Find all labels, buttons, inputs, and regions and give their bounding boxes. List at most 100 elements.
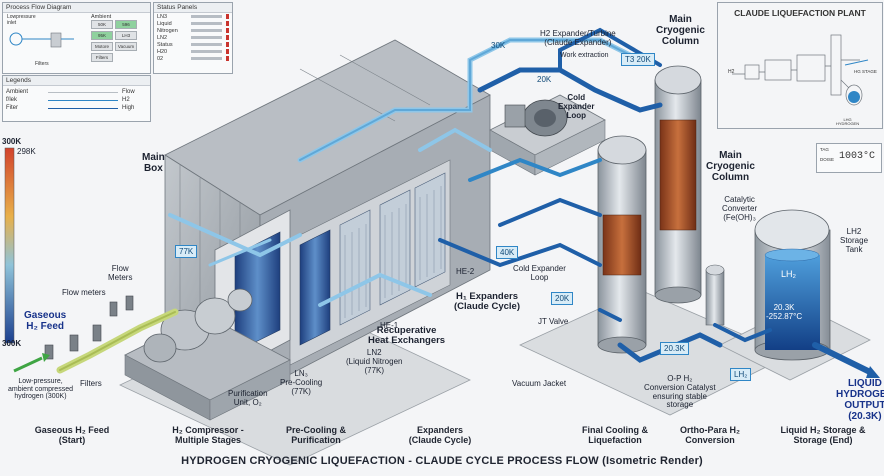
temp-tag-77k: 77K: [175, 245, 198, 258]
filters-label: Filters: [35, 61, 49, 67]
legend-left: f/lek: [6, 97, 18, 103]
status-bar: [191, 15, 222, 18]
main-box-label: Main Box: [142, 152, 165, 174]
h2-expander-label: H2 Expander/Turbine (Claude Expander): [540, 29, 616, 47]
temp-tag-20k-mid: 20K: [551, 292, 574, 305]
stage-label-3: Pre-Cooling & Purification: [286, 425, 346, 446]
status-bar: [191, 57, 222, 60]
status-bar: [191, 50, 222, 53]
stage-label-6: Ortho-Para H₂ Conversion: [679, 425, 741, 446]
gaseous-feed-label: Gaseous H₂ Feed: [24, 310, 67, 332]
h1-expanders-label: H₁ Expanders (Claude Cycle): [454, 291, 520, 313]
legend-right: High: [122, 105, 135, 111]
panel-title: Legends: [3, 76, 150, 86]
legend-left: Ambient: [6, 89, 29, 95]
ambient-cell: Vacuum: [115, 42, 137, 51]
status-bar: [191, 43, 222, 46]
stage-label-5: Final Cooling & Liquefaction: [582, 425, 648, 446]
mini-label-h2: H2: [728, 69, 735, 75]
stage-label-1: Gaseous H₂ Feed (Start): [34, 425, 110, 446]
legend-right: H2: [122, 97, 130, 103]
status-row: Status: [154, 41, 232, 48]
panel-title: Process Flow Diagram: [3, 3, 150, 13]
status-key: LN3: [157, 13, 168, 20]
work-extraction-label: Work extraction: [560, 52, 609, 59]
ambient-cell: Motore: [91, 42, 113, 51]
temp-tag-t3-20k: T3 20K: [621, 53, 655, 66]
he1-label: HE-1: [380, 321, 399, 330]
vacuum-jacket-label: Vacuum Jacket: [512, 379, 567, 388]
tank-lh2-label: LH₂: [781, 269, 796, 279]
status-row: H20: [154, 48, 232, 55]
legend-row: Ambient Flow: [3, 88, 150, 96]
scale-bottom-label: 300K: [2, 339, 22, 348]
status-key: Nitrogen: [157, 27, 178, 34]
status-row: Liquid: [154, 20, 232, 27]
temp-tag-20k-top: 20K: [537, 75, 552, 84]
status-key: LN2: [157, 34, 168, 41]
scale-top-value: 298K: [17, 147, 36, 156]
ambient-title: Ambient: [91, 14, 112, 20]
ambient-cell: 596: [115, 20, 137, 29]
status-bar: [191, 36, 222, 39]
liquid-output-label: LIQUID HYDROGEN OUTPUT (20.3K): [836, 378, 884, 422]
ambient-cell: 50K: [91, 20, 113, 29]
temp-tag-20-3k: 20.3K: [660, 342, 689, 355]
stage-label-4: Expanders (Claude Cycle): [408, 425, 472, 446]
status-key: 02: [157, 55, 164, 62]
catalytic-converter-label: Catalytic Converter (Fe(OH)₃: [722, 195, 758, 222]
status-row: LN3: [154, 13, 232, 20]
lh2-tank-label: LH2 Storage Tank: [840, 227, 869, 254]
legend-right: Flow: [122, 89, 135, 95]
legend-left: Fiter: [6, 105, 18, 111]
jt-valve-label: JT Valve: [538, 317, 569, 326]
status-indicator: [226, 14, 229, 19]
legend-line: [48, 91, 118, 93]
status-row: Nitrogen: [154, 27, 232, 34]
main-column-label-side: Main Cryogenic Column: [706, 150, 755, 183]
ln3-label: LN₃ Pre-Cooling (77K): [280, 369, 323, 396]
status-indicator: [226, 21, 229, 26]
status-indicator: [226, 49, 229, 54]
temp-tag-lh2: LH₂: [730, 368, 752, 381]
purification-unit-label: Purification Unit, O₂: [228, 389, 268, 407]
temperature-badge: TAG DOISE 1003°C: [816, 143, 882, 173]
op-h2-label: O-P H₂ Conversion Catalyst ensuring stab…: [644, 374, 716, 410]
badge-small: DOISE: [820, 157, 835, 162]
flow-meters-top-label: Flow Meters: [108, 264, 133, 282]
status-indicator: [226, 35, 229, 40]
status-indicator: [226, 28, 229, 33]
mini-flow-icon: [9, 32, 74, 48]
badge-value: 1003°C: [839, 151, 876, 162]
status-bar: [191, 22, 222, 25]
ambient-cell: 95K: [91, 31, 113, 40]
filters-label: Filters: [80, 379, 102, 388]
footer-title: HYDROGEN CRYOGENIC LIQUEFACTION - CLAUDE…: [181, 455, 703, 467]
badge-tag: TAG: [820, 147, 829, 152]
temp-tag-40k: 40K: [496, 246, 519, 259]
status-indicator: [226, 56, 229, 61]
legend-row: f/lek H2: [3, 96, 150, 104]
ambient-cell: LH3: [115, 31, 137, 40]
recuperative-hx-label: Recuperative Heat Exchangers: [368, 325, 446, 347]
stage-label-2: H₂ Compressor - Multiple Stages: [172, 425, 244, 446]
legend-line: [48, 99, 118, 101]
mini-label-lhg: LHG HYDROGEN: [836, 117, 860, 126]
inlet-label: Lowpressure inlet: [7, 14, 36, 26]
mini-plant-panel: CLAUDE LIQUEFACTION PLANT H2 HG STAGE LH…: [717, 2, 883, 129]
mini-panel-title: CLAUDE LIQUEFACTION PLANT: [734, 8, 866, 18]
flow-meters-label: Flow meters: [62, 288, 106, 297]
mini-label-stage: HG STAGE: [854, 69, 877, 74]
status-row: 02: [154, 55, 232, 62]
main-column-label-top: Main Cryogenic Column: [656, 14, 705, 47]
status-key: Liquid: [157, 20, 172, 27]
low-pressure-label: Low-pressure, ambient compressed hydroge…: [8, 378, 73, 401]
legend-line: [48, 107, 118, 109]
scale-top-label: 300K: [2, 137, 22, 146]
